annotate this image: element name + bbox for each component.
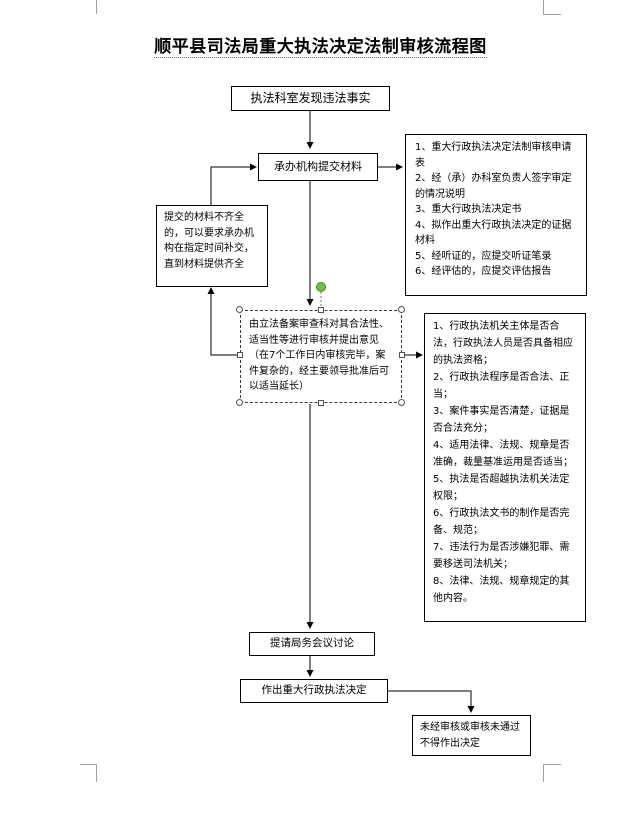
page-title: 顺平县司法局重大执法决定法制审核流程图 (154, 37, 487, 58)
resize-handle-bottom-middle[interactable] (318, 400, 324, 406)
materials-item-4: 4、拟作出重大行政执法决定的证据材料 (415, 219, 572, 247)
crop-mark-bottom-left-h (80, 764, 97, 765)
step-make-decision: 作出重大行政执法决定 (240, 679, 388, 703)
review-points-list: 1、行政执法机关主体是否合法，行政执法人员是否具备相应的执法资格； 2、行政执法… (424, 313, 586, 622)
crop-mark-bottom-left-v (96, 764, 97, 782)
review-point-6: 6、行政执法文书的制作是否完备、规范； (433, 508, 570, 536)
materials-item-6: 6、经评估的，应提交评估报告 (415, 266, 552, 277)
review-point-8: 8、法律、法规、规章规定的其他内容。 (433, 576, 570, 604)
crop-mark-top-right-v (543, 0, 544, 14)
review-point-5: 5、执法是否超越执法机关法定权限； (433, 474, 570, 502)
materials-item-3: 3、重大行政执法决定书 (415, 204, 522, 215)
step-meeting-discussion: 提请局务会议讨论 (249, 632, 375, 656)
review-step-box[interactable]: 由立法备案审查科对其合法性、适当性等进行审核并提出意见（在7个工作日内审核完毕，… (240, 310, 402, 403)
arrow-incomplete-to-step2 (210, 163, 257, 205)
resize-handle-middle-right[interactable] (399, 352, 405, 358)
materials-item-5: 5、经听证的，应提交听证笔录 (415, 250, 552, 262)
crop-mark-top-left-v (96, 0, 97, 14)
review-point-1: 1、行政执法机关主体是否合法，行政执法人员是否具备相应的执法资格； (433, 321, 573, 366)
crop-mark-bottom-right-v (543, 764, 544, 782)
review-point-2: 2、行政执法程序是否合法、正当； (433, 372, 570, 400)
crop-mark-top-right-h (543, 14, 561, 15)
step-submit-materials: 承办机构提交材料 (258, 153, 378, 181)
resize-handle-middle-left[interactable] (237, 352, 243, 358)
review-point-4: 4、适用法律、法规、规章是否准确，裁量基准运用是否适当； (433, 440, 573, 468)
resize-handle-top-left[interactable] (236, 306, 243, 313)
arrow-step5-to-final (388, 690, 475, 713)
review-point-3: 3、案件事实是否清楚，证据是否合法充分； (433, 406, 570, 434)
resize-handle-bottom-right[interactable] (398, 399, 405, 406)
materials-item-2: 2、经（承）办科室负责人签字审定的情况说明 (415, 173, 572, 200)
resize-handle-top-right[interactable] (398, 306, 405, 313)
review-point-7: 7、违法行为是否涉嫌犯罪、需要移送司法机关； (433, 542, 570, 570)
final-note: 未经审核或审核未通过不得作出决定 (412, 715, 531, 756)
rotate-handle[interactable] (316, 282, 326, 292)
materials-list: 1、重大行政执法决定法制审核申请表 2、经（承）办科室负责人签字审定的情况说明 … (405, 134, 587, 296)
crop-mark-bottom-right-h (543, 764, 561, 765)
arrow-review-to-incomplete (207, 287, 240, 356)
materials-item-1: 1、重大行政执法决定法制审核申请表 (415, 142, 572, 169)
incomplete-materials-note: 提交的材料不齐全的，可以要求承办机构在指定时间补交，直到材料提供齐全 (156, 205, 268, 287)
resize-handle-top-middle[interactable] (318, 307, 324, 313)
step-discover-violation: 执法科室发现违法事实 (231, 86, 390, 111)
resize-handle-bottom-left[interactable] (236, 399, 243, 406)
